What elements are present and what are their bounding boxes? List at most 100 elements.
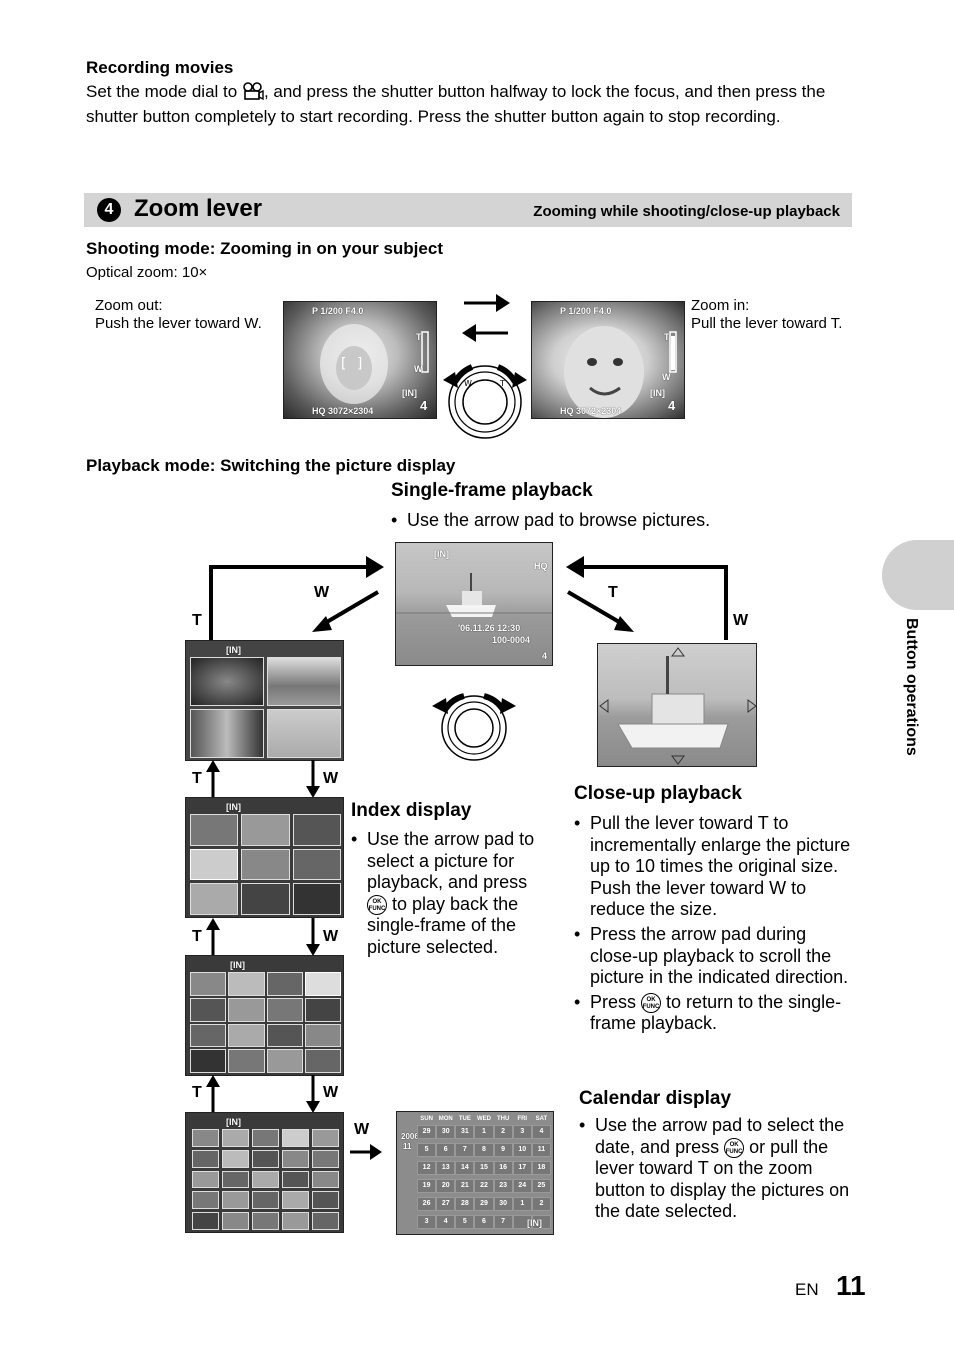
index-display-bullets: Use the arrow pad to select a picture fo… xyxy=(351,829,551,959)
cal-day-cell[interactable]: 12 xyxy=(417,1161,437,1175)
zoom-lever-icon: W T xyxy=(443,364,527,439)
zoom-in-osd-bottom: HQ 3072×2304 xyxy=(560,406,622,416)
index-display-title: Index display xyxy=(351,800,472,821)
zoom-out-title: Zoom out: xyxy=(95,297,163,314)
cal-day-cell[interactable]: 18 xyxy=(531,1161,551,1175)
index-9-grid xyxy=(190,814,341,915)
cal-day-cell[interactable] xyxy=(531,1215,551,1229)
zoom-out-osd-top: P 1/200 F4.0 xyxy=(312,306,364,316)
single-frame-bullet: Use the arrow pad to browse pictures. xyxy=(391,510,791,532)
single-osd-date: '06.11.26 12:30 xyxy=(458,623,521,633)
cal-day-cell[interactable]: 19 xyxy=(417,1179,437,1193)
cal-day-cell[interactable]: 6 xyxy=(474,1215,494,1229)
closeup-bullets: Pull the lever toward T to incrementally… xyxy=(574,813,859,1035)
step1-arrows xyxy=(206,760,320,798)
zoom-direction-arrows xyxy=(462,294,510,342)
zoom-out-bar-w: W xyxy=(414,364,423,374)
cal-day-cell[interactable]: 27 xyxy=(436,1197,456,1211)
cal-day-cell[interactable]: 28 xyxy=(455,1197,475,1211)
cal-day-header: SAT xyxy=(535,1116,548,1122)
label-w-top: W xyxy=(314,584,330,601)
cal-day-cell[interactable]: 23 xyxy=(493,1179,513,1193)
index-16-photo: [IN] xyxy=(185,955,344,1076)
optical-zoom-text: Optical zoom: 10× xyxy=(86,264,208,281)
cal-day-cell[interactable] xyxy=(512,1215,532,1229)
cal-day-header: THU xyxy=(496,1116,510,1122)
cal-day-cell[interactable]: 1 xyxy=(512,1197,532,1211)
cal-day-cell[interactable]: 4 xyxy=(436,1215,456,1229)
calendar-w-label: W xyxy=(354,1121,370,1138)
closeup-bullet-1: Pull the lever toward T to incrementally… xyxy=(574,813,859,921)
recording-title: Recording movies xyxy=(86,58,234,77)
footer-lang: EN xyxy=(795,1280,819,1299)
cal-day-cell[interactable]: 3 xyxy=(512,1125,532,1139)
cal-day-cell[interactable]: 17 xyxy=(512,1161,532,1175)
cal-day-cell[interactable]: 2 xyxy=(531,1197,551,1211)
zoom-out-osd-in: [IN] xyxy=(402,388,417,398)
zoom-in-title: Zoom in: xyxy=(691,297,750,314)
calendar-bullet-text-b: or pull the lever toward T on the zoom b… xyxy=(595,1136,850,1222)
step2-arrows xyxy=(206,918,320,956)
cal-day-cell[interactable]: 7 xyxy=(493,1215,513,1229)
cal-day-cell[interactable]: 29 xyxy=(474,1197,494,1211)
cal-day-cell[interactable]: 22 xyxy=(474,1179,494,1193)
calendar-bullet-text-a: Use the arrow pad to select the date, an… xyxy=(595,1115,845,1157)
cal-day-cell[interactable]: 4 xyxy=(531,1125,551,1139)
cal-day-header: FRI xyxy=(517,1116,528,1122)
lever-w-text: W xyxy=(464,379,472,388)
cal-day-cell[interactable]: 15 xyxy=(474,1161,494,1175)
cal-day-cell[interactable]: 10 xyxy=(512,1143,532,1157)
index-25-photo: [IN] xyxy=(185,1112,344,1233)
cal-day-cell[interactable]: 16 xyxy=(493,1161,513,1175)
cal-day-cell[interactable]: 13 xyxy=(436,1161,456,1175)
cal-day-cell[interactable]: 25 xyxy=(531,1179,551,1193)
cal-day-cell[interactable]: 14 xyxy=(455,1161,475,1175)
cal-day-cell[interactable]: 30 xyxy=(436,1125,456,1139)
calendar-title: Calendar display xyxy=(579,1088,732,1109)
cal-day-cell[interactable]: 2 xyxy=(493,1125,513,1139)
cal-day-cell[interactable]: 1 xyxy=(474,1125,494,1139)
zoom-out-bar-t: T xyxy=(416,332,422,342)
closeup-bullet-3-b: to return to the single-frame playback. xyxy=(590,991,842,1034)
cal-day-cell[interactable]: 20 xyxy=(436,1179,456,1193)
index-9-photo: [IN] xyxy=(185,797,344,918)
cal-day-cell[interactable]: 7 xyxy=(455,1143,475,1157)
cal-day-cell[interactable]: 26 xyxy=(417,1197,437,1211)
cal-day-cell[interactable]: 30 xyxy=(493,1197,513,1211)
cal-day-cell[interactable]: 31 xyxy=(455,1125,475,1139)
index-display-bullet: Use the arrow pad to select a picture fo… xyxy=(351,829,551,959)
index-16-grid xyxy=(190,972,341,1073)
single-osd-count: 4 xyxy=(542,651,548,661)
index-25-grid xyxy=(192,1129,339,1230)
zoom-out-osd-count: 4 xyxy=(420,398,428,413)
index-4-photo: [IN] xyxy=(185,640,344,761)
cal-day-cell[interactable]: 8 xyxy=(474,1143,494,1157)
index-16-osd-in: [IN] xyxy=(230,960,245,970)
cal-day-cell[interactable]: 24 xyxy=(512,1179,532,1193)
cal-day-cell[interactable]: 21 xyxy=(455,1179,475,1193)
page-number: 11 xyxy=(836,1270,866,1301)
cal-day-cell[interactable]: 5 xyxy=(417,1143,437,1157)
index-4-osd-in: [IN] xyxy=(226,645,241,655)
cal-day-cell[interactable]: 6 xyxy=(436,1143,456,1157)
cal-day-header: SUN xyxy=(420,1116,433,1122)
cal-day-header: MON xyxy=(438,1116,453,1122)
shooting-title: Shooting mode: Zooming in on your subjec… xyxy=(86,239,443,258)
calendar-bullet: Use the arrow pad to select the date, an… xyxy=(579,1115,857,1223)
single-frame-bullets: Use the arrow pad to browse pictures. xyxy=(391,510,791,532)
cal-day-cell[interactable]: 5 xyxy=(455,1215,475,1229)
cal-day-cell[interactable]: 11 xyxy=(531,1143,551,1157)
playback-title: Playback mode: Switching the picture dis… xyxy=(86,456,456,475)
side-tab-label-box: Button operations xyxy=(900,618,920,788)
cal-day-cell[interactable]: 9 xyxy=(493,1143,513,1157)
calendar-bullets: Use the arrow pad to select the date, an… xyxy=(579,1115,857,1223)
cal-day-cell[interactable]: 3 xyxy=(417,1215,437,1229)
single-frame-photo: [IN] HQ '06.11.26 12:30 100-0004 4 xyxy=(395,542,553,666)
zoom-in-photo: P 1/200 F4.0 T W [IN] 4 HQ 3072×2304 xyxy=(531,301,685,419)
cal-day-cell[interactable]: 29 xyxy=(417,1125,437,1139)
recording-text: Set the mode dial to , and press the shu… xyxy=(86,81,876,128)
lever-t-text: T xyxy=(499,379,505,388)
label-t-top: T xyxy=(608,584,618,601)
recording-text-c: shutter button completely to start recor… xyxy=(86,107,781,126)
